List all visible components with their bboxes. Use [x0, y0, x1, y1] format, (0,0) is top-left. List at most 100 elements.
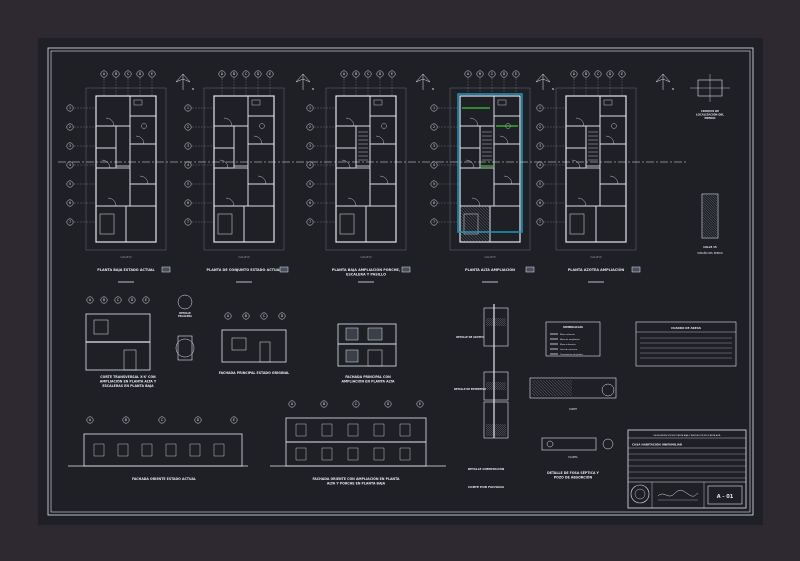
- facade-window: [117, 443, 129, 457]
- hatch-line: [489, 423, 503, 437]
- axis-left: 7: [66, 218, 74, 226]
- axis-label: C: [161, 418, 164, 422]
- plan-room: [129, 95, 157, 117]
- car-outline: [339, 213, 355, 235]
- axis-label: C: [245, 72, 248, 76]
- axis-left: 2: [306, 123, 314, 131]
- axis-bubble: [194, 416, 202, 424]
- detail-label: CORTE POR FACHADA: [468, 485, 505, 489]
- axis-left: 2: [536, 123, 544, 131]
- hatch-line: [702, 204, 718, 219]
- plan-room: [95, 167, 131, 207]
- axis-left: 7: [536, 218, 544, 226]
- fixture-sink: [251, 99, 261, 106]
- axis-top: B: [320, 400, 328, 408]
- door-swing: [609, 175, 619, 185]
- axis-top: D: [128, 296, 136, 304]
- axis-top: B: [242, 312, 250, 320]
- axis-left: 6: [66, 199, 74, 207]
- plan-room: [335, 125, 357, 149]
- hatch-line: [542, 379, 560, 397]
- axis-top: E: [148, 70, 156, 78]
- hatch-line: [491, 317, 501, 327]
- hatch-line: [569, 379, 573, 383]
- axis-bubble: [536, 199, 544, 207]
- axis-bubble: [242, 70, 250, 78]
- axis-label: B: [479, 72, 481, 76]
- hatch-line: [702, 209, 718, 224]
- hatch-line: [557, 379, 573, 395]
- hatch-line: [497, 381, 507, 391]
- hatch-line: [715, 194, 718, 197]
- axis-bubble: [230, 416, 238, 424]
- axis-bubble: [136, 70, 144, 78]
- axis-label: D: [131, 298, 134, 302]
- plan-title: PLANTA AZOTEA AMPLIACIÓN: [568, 267, 625, 272]
- hatch-line: [485, 319, 493, 327]
- section-window: [93, 319, 109, 335]
- axis-left: 4: [66, 161, 74, 169]
- plan-title: PLANTA BAJA ESTADO ACTUAL: [97, 268, 155, 272]
- axis-bubble: [122, 416, 130, 424]
- hatch-line: [491, 381, 501, 391]
- axis-bubble: [430, 142, 438, 150]
- facade-door: [367, 349, 383, 367]
- door-swing: [605, 135, 615, 145]
- axis-label: C: [263, 314, 266, 318]
- plan-room: [595, 205, 627, 243]
- axis-label: 3: [187, 144, 189, 148]
- septic-plan: [541, 437, 597, 451]
- hatch-line: [499, 381, 507, 389]
- axis-left: 5: [536, 180, 544, 188]
- car-outline: [99, 213, 115, 235]
- north-arrow: N: [535, 73, 554, 91]
- hatch-line: [702, 211, 718, 227]
- axis-bubble: [618, 70, 626, 78]
- north-arrow-shape: [175, 73, 191, 83]
- axis-bubble: [476, 70, 484, 78]
- axis-bubble: [430, 180, 438, 188]
- plan-room: [459, 95, 495, 127]
- axis-top: A: [86, 416, 94, 424]
- axis-label: D: [139, 72, 142, 76]
- axis-top: E: [618, 70, 626, 78]
- axis-bubble: [184, 123, 192, 131]
- hatch-line: [485, 431, 491, 437]
- plan-dimension-box: [85, 87, 167, 251]
- axis-bubble: [148, 70, 156, 78]
- axis-top: C: [594, 70, 602, 78]
- hatch-line: [702, 221, 718, 237]
- plan-room: [493, 95, 521, 117]
- facade-door: [259, 341, 271, 363]
- hatch-line: [485, 323, 489, 327]
- facade-window-upper: [345, 327, 359, 341]
- plan-room: [369, 183, 397, 207]
- door-swing: [219, 159, 229, 169]
- hatch-line: [459, 217, 485, 243]
- axis-top: E: [142, 296, 150, 304]
- axis-bubble: [500, 70, 508, 78]
- axis-label: 3: [69, 144, 71, 148]
- septic-label: CORTE: [569, 408, 577, 411]
- axis-label: E: [233, 418, 235, 422]
- axis-top: A: [218, 70, 226, 78]
- axis-label: B: [233, 72, 235, 76]
- hatch-line: [485, 381, 495, 391]
- hatch-line: [462, 205, 491, 234]
- scale-tag: [401, 266, 411, 273]
- axis-bubble: [430, 104, 438, 112]
- legend-item: Muro existente: [560, 333, 576, 336]
- plan-room: [599, 183, 627, 207]
- axis-top: D: [376, 70, 384, 78]
- plan-room: [129, 143, 157, 185]
- plan-dimension-box: [325, 87, 407, 251]
- axis-label: E: [621, 72, 623, 76]
- axis-label: 1: [309, 106, 311, 110]
- axis-left: 2: [66, 123, 74, 131]
- plan-room: [335, 167, 371, 207]
- hatch-line: [501, 423, 507, 429]
- hatch-line: [459, 235, 467, 243]
- stair-detail-box: [177, 335, 193, 361]
